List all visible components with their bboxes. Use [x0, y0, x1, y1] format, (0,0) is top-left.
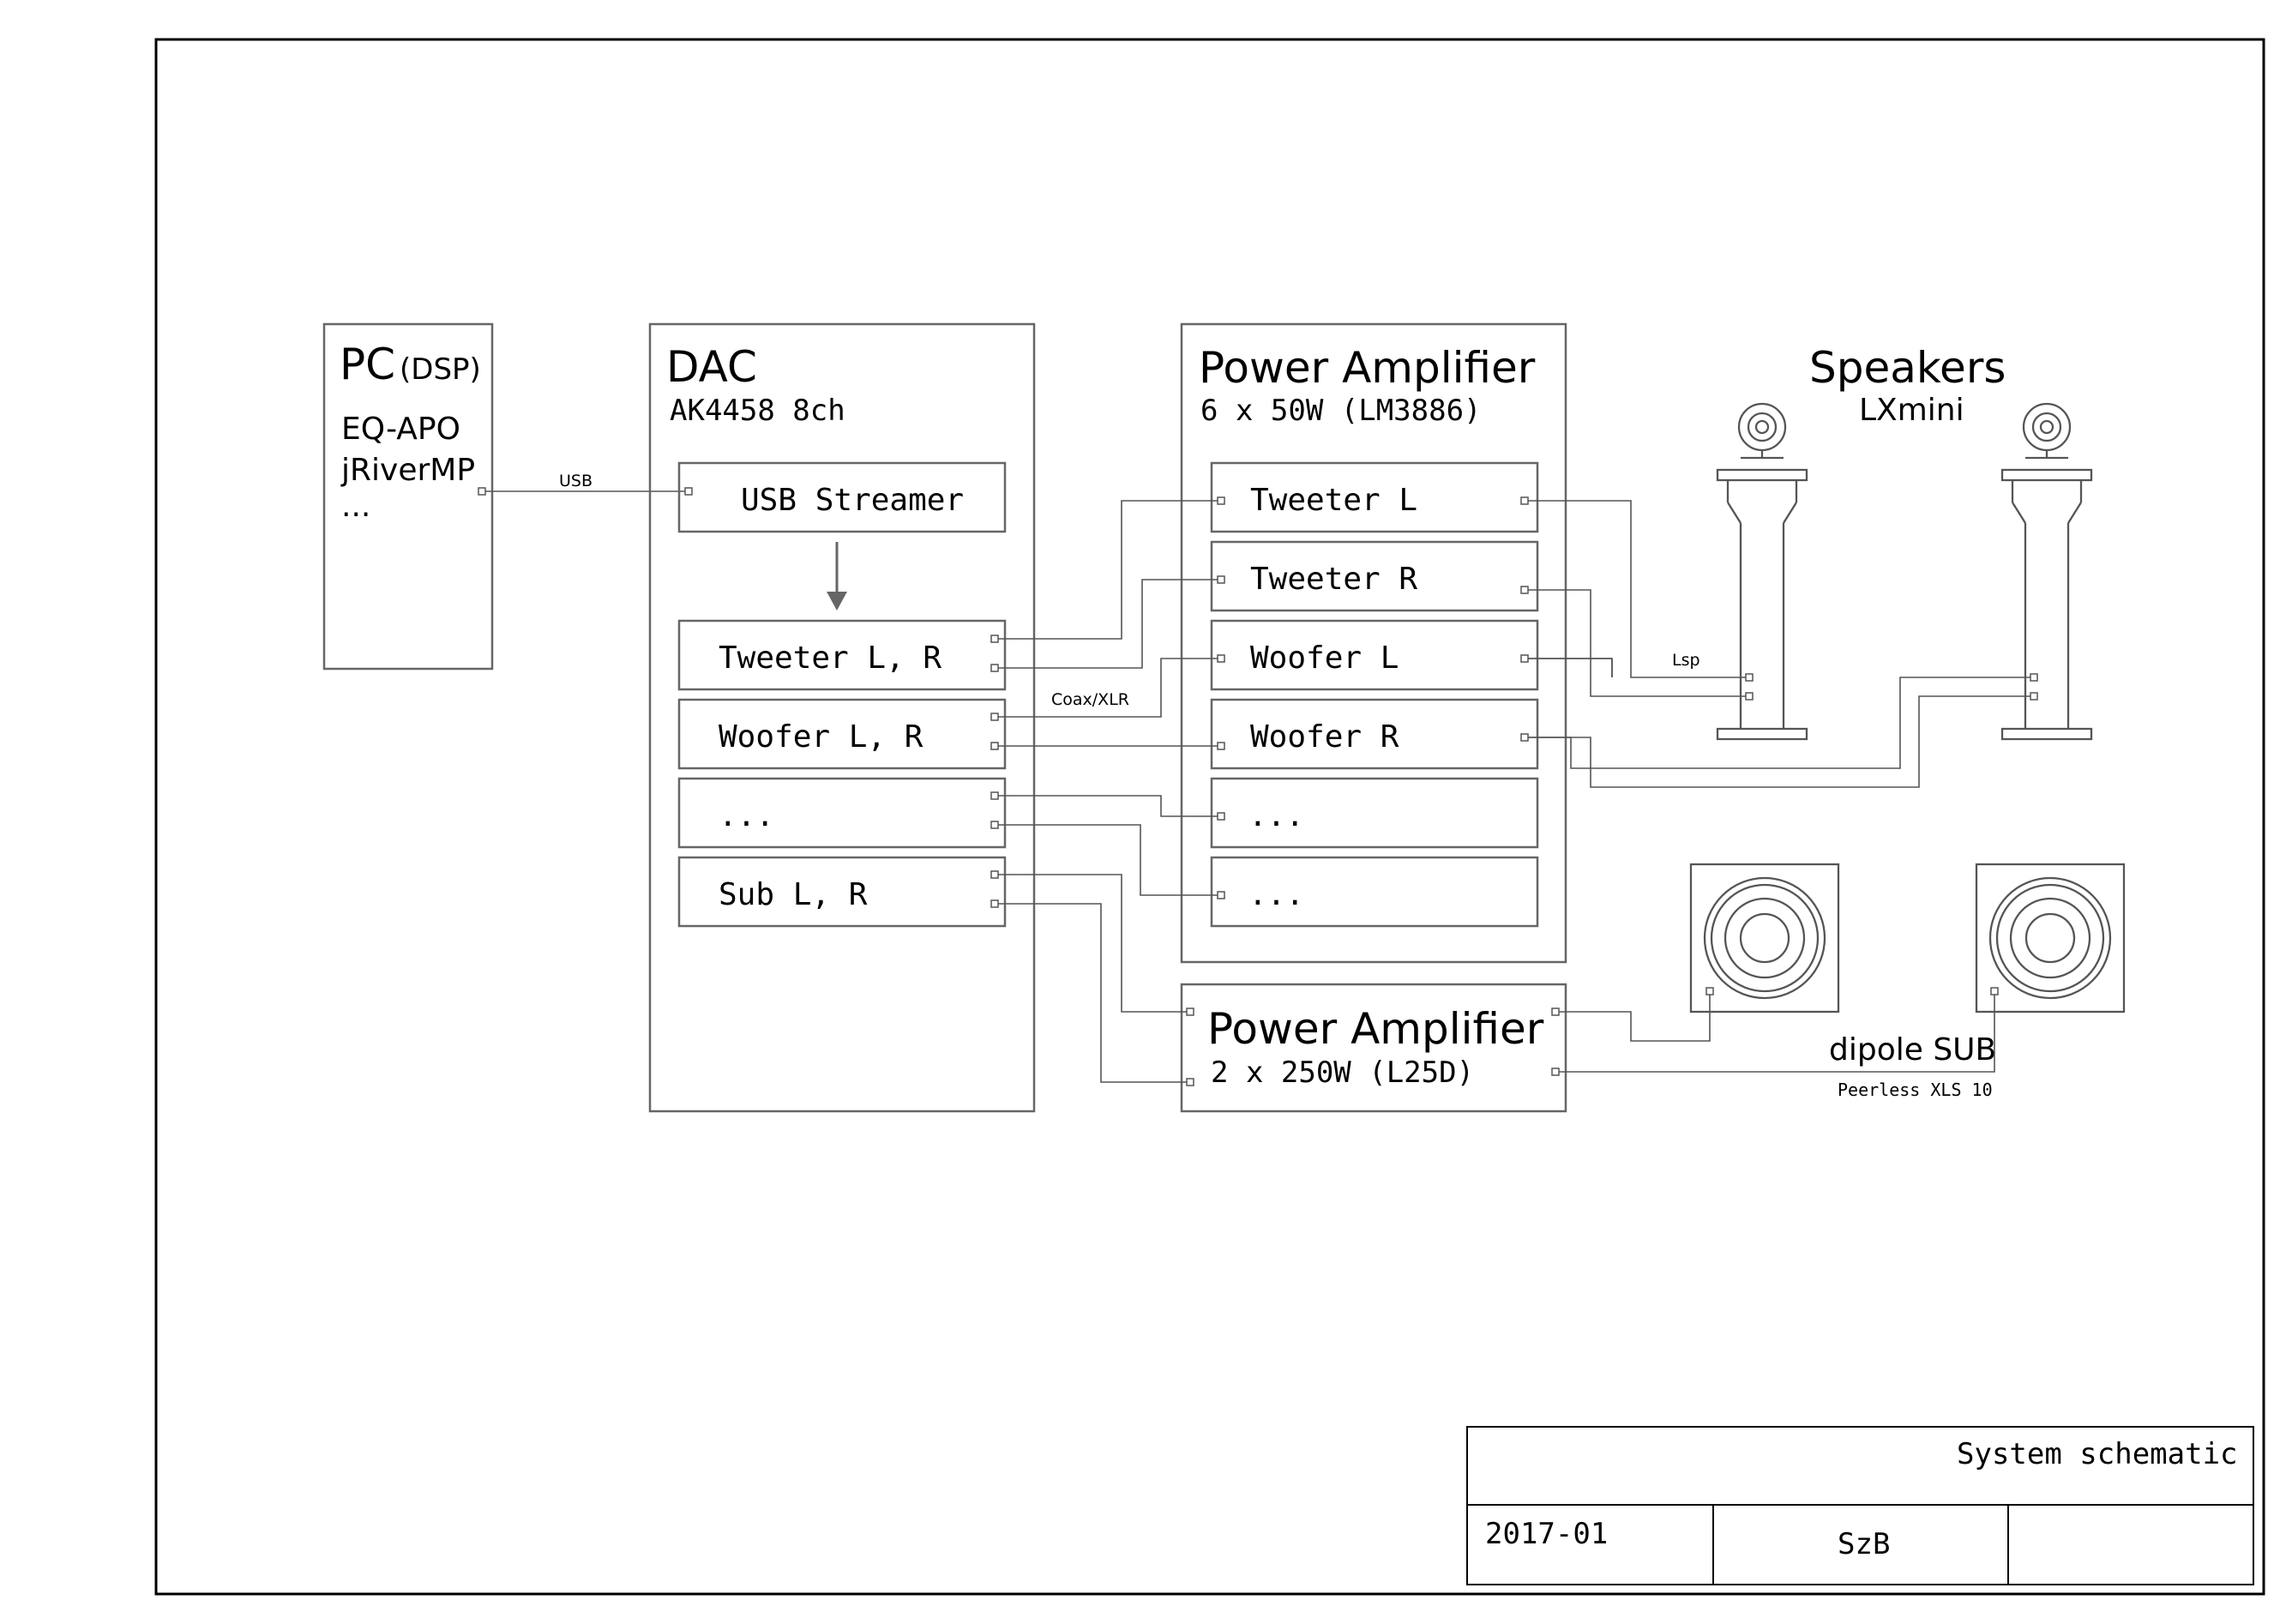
drawing-frame — [154, 38, 2265, 1596]
usb-streamer-box — [677, 461, 1007, 533]
amp1-channel-more-1-label: ... — [1248, 798, 1304, 833]
amp1-channel-tweeter-l-label: Tweeter L — [1250, 483, 1417, 518]
title-block-author: SzB — [1838, 1527, 1890, 1561]
pc-title: PC — [340, 340, 395, 389]
dac-channel-sub-box — [677, 856, 1007, 928]
dac-channel-tweeter-label: Tweeter L, R — [719, 641, 941, 676]
amp1-channel-tweeter-r-label: Tweeter R — [1250, 562, 1417, 597]
streamer-arrow-head — [827, 592, 847, 611]
dac-channel-woofer-label: Woofer L, R — [719, 719, 923, 755]
amp2-subtitle: 2 x 250W (L25D) — [1211, 1056, 1474, 1090]
amp1-channel-woofer-l-box — [1210, 619, 1539, 691]
amp1-channel-tweeter-r-box — [1210, 540, 1539, 612]
pc-item-eq-apo: EQ-APO — [341, 412, 460, 447]
title-block-title: System schematic — [1957, 1437, 2238, 1471]
pc-item-more: ... — [341, 489, 370, 524]
speaker-left — [1716, 402, 1808, 741]
amp1-channel-woofer-r-box — [1210, 698, 1539, 770]
amp1-block: Power Amplifier 6 x 50W (LM3886) Tweeter… — [1180, 322, 1567, 964]
lsp-wire-label: Lsp — [1672, 651, 1700, 670]
title-block-date: 2017-01 — [1485, 1517, 1608, 1551]
amp1-channel-woofer-l-label: Woofer L — [1250, 641, 1399, 676]
amp2-block: Power Amplifier 2 x 250W (L25D) — [1180, 983, 1567, 1113]
title-block: System schematic 2017-01 SzB — [1466, 1426, 2254, 1585]
dac-channel-woofer-box — [677, 698, 1007, 770]
dac-channel-tweeter-box — [677, 619, 1007, 691]
subwoofer-right — [1975, 863, 2126, 1013]
pc-block: PC (DSP) EQ-APO jRiverMP ... — [322, 322, 494, 671]
dac-block: DAC AK4458 8ch USB Streamer Tweeter L, R… — [648, 322, 1036, 1113]
speakers-subtitle: LXmini — [1859, 393, 1964, 428]
pc-item-jrivermp: jRiverMP — [340, 453, 475, 488]
subwoofer-left — [1689, 863, 1840, 1013]
coax-wire-label: Coax/XLR — [1051, 690, 1129, 709]
dac-title: DAC — [666, 342, 757, 392]
amp1-channel-more-2-box — [1210, 856, 1539, 928]
amp1-channel-tweeter-l-box — [1210, 461, 1539, 533]
subwoofer-label: dipole SUB — [1829, 1032, 1996, 1068]
subwoofer-model: Peerless XLS 10 — [1838, 1080, 1993, 1100]
speaker-right — [2000, 402, 2093, 741]
wiring — [995, 500, 2034, 1083]
amp1-channel-more-1-box — [1210, 777, 1539, 849]
amp1-channel-more-2-label: ... — [1248, 877, 1304, 912]
amp1-channel-woofer-r-label: Woofer R — [1250, 719, 1399, 755]
usb-streamer-label: USB Streamer — [741, 483, 964, 518]
pc-title-suffix: (DSP) — [400, 352, 481, 387]
dac-channel-more-label: ... — [719, 798, 774, 833]
dac-subtitle: AK4458 8ch — [670, 394, 845, 428]
amp1-title: Power Amplifier — [1199, 343, 1536, 393]
ports — [478, 487, 2038, 1086]
amp2-title: Power Amplifier — [1207, 1004, 1544, 1054]
dac-channel-sub-label: Sub L, R — [719, 877, 868, 912]
usb-wire-label: USB — [559, 472, 593, 490]
speakers-title: Speakers — [1809, 343, 2006, 393]
dac-channel-more-box — [677, 777, 1007, 849]
amp1-subtitle: 6 x 50W (LM3886) — [1200, 394, 1482, 428]
